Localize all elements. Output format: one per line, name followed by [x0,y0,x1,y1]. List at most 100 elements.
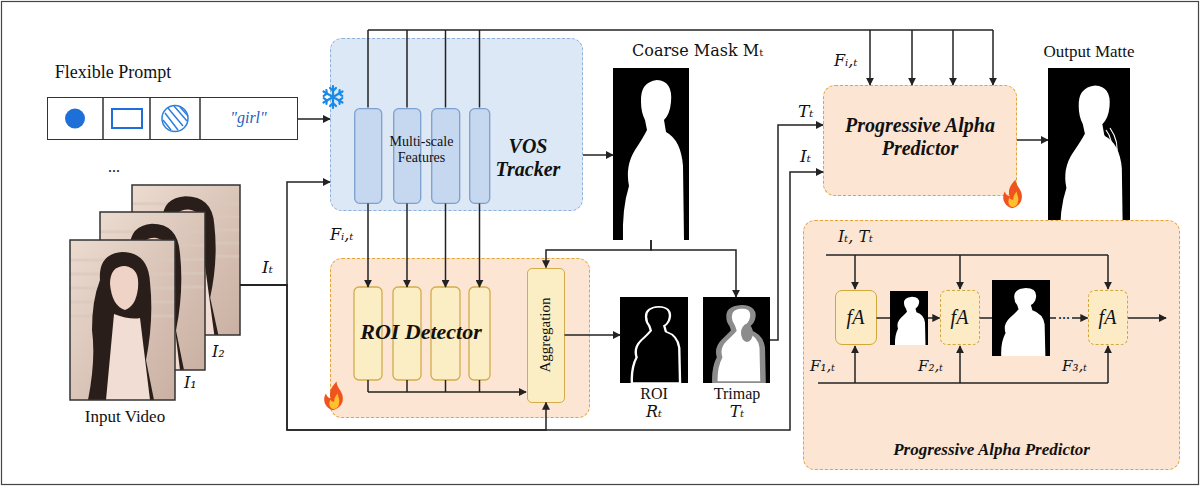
connector-segment [406,204,408,288]
math-label: I₂ [212,343,225,361]
box-heading: Flexible Prompt [33,62,193,83]
mask-image [613,68,689,240]
layout-path [959,255,961,289]
math-label: Iₜ, Tₜ [838,228,873,246]
layout-path [368,380,526,392]
layout-g [323,86,342,108]
alpha-block: fA [1088,290,1128,345]
layout-path [854,346,856,383]
matte-image [1048,68,1130,240]
math-label: I₁ [184,374,197,392]
layout-rect [354,108,381,203]
layout-path [324,381,343,410]
layout-path [818,382,1108,384]
text-prompt-cell: "girl" [200,97,298,140]
connector-segment [565,334,621,336]
connector-segment [651,240,736,297]
layout-path [1008,191,1018,207]
image-caption: Trimap [697,385,777,403]
layout-g [1003,179,1022,208]
layout-path [329,393,339,409]
roi-image [620,297,688,383]
layout-use [1060,86,1123,240]
layout-rect [890,291,928,345]
predictor-module: Progressive Alpha Predictor [823,85,1017,196]
layout-g [354,108,489,203]
layout-g [324,381,343,410]
connector-segment [367,204,369,288]
layout-rect [70,240,175,400]
image-caption: ROI [614,385,694,403]
image-heading: Input Video [55,407,195,427]
alpha-block: fA [835,290,877,345]
layout-path [1103,128,1117,158]
connector-segment [368,29,993,31]
layout-path [323,86,342,108]
mask-image: Coarse Mask Mₜ [613,68,689,240]
layout-path [163,106,188,130]
module-title: Progressive Alpha Predictor [824,114,1016,160]
module-title: VOS Tracker [483,135,573,181]
layout-path [854,255,856,289]
feature-stack: Multi-scale Features [354,108,490,204]
layout-path [1003,179,1022,208]
module-title: ROI Detector [351,319,491,344]
video-frames [70,185,240,400]
connector-arrow [240,182,330,285]
aggregation-box: Aggregation [527,268,565,403]
detector-module: ROI Detector Aggregation [330,258,590,418]
feature-label: Multi-scale Features [382,134,462,166]
connector-segment [479,30,481,108]
connector-segment [445,30,447,108]
connector-segment [445,204,447,288]
layout-path [323,88,342,106]
layout-rect [469,108,489,203]
prompt-box: Flexible Prompt"girl" [47,97,298,140]
layout-use [895,297,926,345]
math-symbol: Rₜ [614,403,694,421]
math-label: F₃,ₜ [1062,358,1087,375]
connector-arrow [298,119,330,120]
layout-path [826,254,1108,256]
layout-use [70,240,175,400]
roi-image: ROIRₜ [620,297,688,383]
connector-segment [479,204,481,288]
edge-label: Tₜ [798,102,814,122]
math-label: Fᵢ,ₜ [834,52,857,70]
connector-segment [240,182,330,285]
math-label: ... [1056,305,1072,323]
function-symbol: fA [941,291,979,343]
connector-segment [911,30,913,85]
connector-arrow [651,240,736,297]
layout-path [1107,346,1109,383]
layout-rect [992,280,1050,356]
layout-path [959,346,961,383]
layout-use [632,307,680,383]
matte-image: Output Matte [1048,68,1130,240]
connector-segment [1017,139,1048,141]
predictor-detail: Progressive Alpha PredictorfAfAfA [803,220,1180,470]
block-label: Aggregation [537,298,554,373]
layout-use [623,80,684,240]
function-symbol: fA [1089,291,1127,343]
prompt-text: "girl" [200,97,298,138]
trimap-image [703,297,770,383]
connector-segment [298,118,330,120]
layout-path [103,97,200,140]
layout-path [1128,317,1166,319]
layout-use [715,307,763,383]
connector-arrow [1017,140,1048,141]
math-symbol: Tₜ [697,403,777,421]
layout-path [1107,255,1109,289]
connector-arrow [565,335,621,336]
connector-segment [952,30,954,85]
layout-circle [65,108,85,128]
layout-circle [162,105,188,131]
layout-use [1001,288,1045,356]
connector-segment [992,30,994,85]
